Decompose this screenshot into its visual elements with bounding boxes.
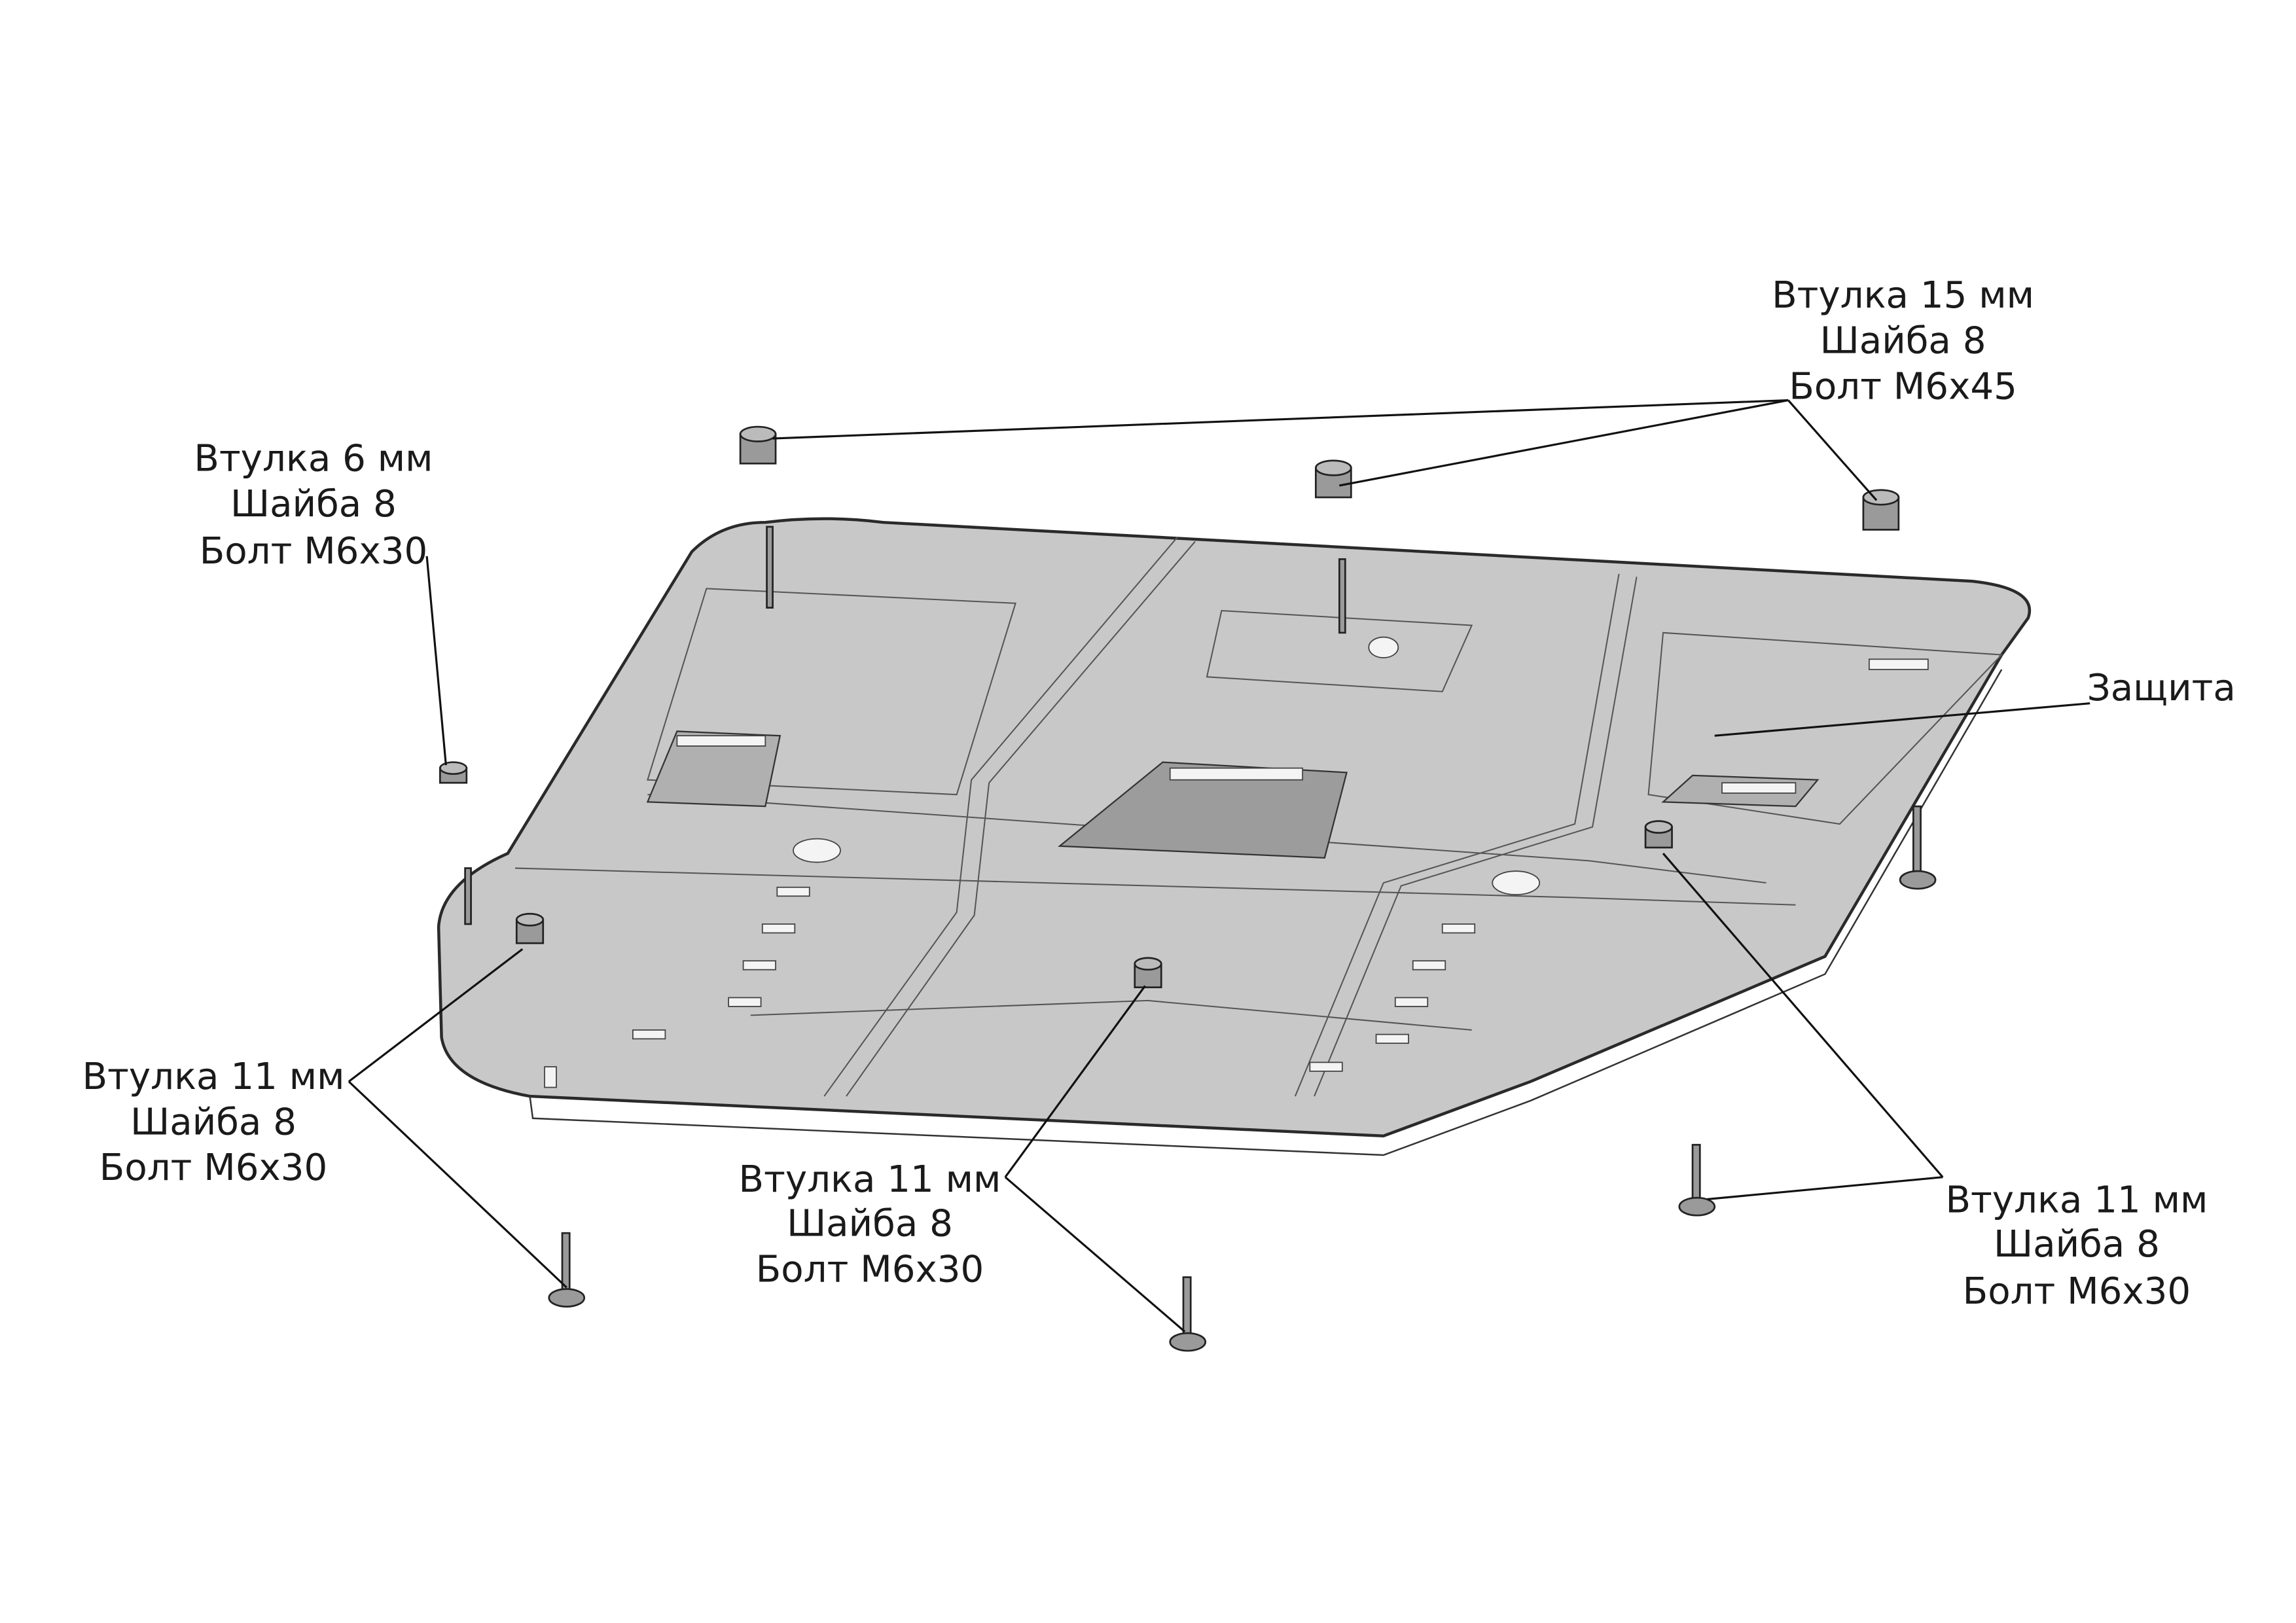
bolt-icon [1678, 1143, 1716, 1217]
washer-label: Шайба 8 [1820, 320, 1986, 363]
bolt-icon [464, 867, 472, 925]
bolt-icon [1169, 1276, 1207, 1352]
washer-label: Шайба 8 [230, 483, 397, 526]
leader-lines [348, 399, 2090, 1333]
bushing-label: Втулка 11 мм [82, 1056, 345, 1098]
washer-label: Шайба 8 [787, 1203, 953, 1245]
bushing-label: Втулка 15 мм [1772, 274, 2034, 317]
callout-bottom-center: Втулка 11 мм Шайба 8 Болт М6х30 [739, 1158, 1001, 1291]
bushing-label: Втулка 11 мм [739, 1158, 1001, 1201]
bushing-6mm-icon [439, 761, 468, 784]
callout-top-right: Втулка 15 мм Шайба 8 Болт М6х45 [1772, 274, 2034, 408]
bolt-label: Болт М6х30 [200, 530, 428, 573]
bushing-15mm-icon [1862, 489, 1900, 531]
bushing-11mm-icon [1134, 957, 1162, 989]
callout-top-left: Втулка 6 мм Шайба 8 Болт М6х30 [194, 437, 433, 573]
bushing-15mm-icon [1315, 459, 1352, 499]
callout-guard: Защита [2087, 667, 2236, 709]
bushing-11mm-icon [1644, 820, 1673, 849]
bushings [439, 425, 1900, 989]
bolt-icon [766, 526, 774, 609]
callout-bottom-left: Втулка 11 мм Шайба 8 Болт М6х30 [82, 1056, 345, 1189]
bushing-11mm-icon [515, 912, 545, 944]
bolt-label: Болт М6х30 [1963, 1270, 2191, 1313]
bolt-icon [1338, 558, 1346, 634]
bushing-15mm-icon [739, 425, 777, 465]
callout-bottom-right: Втулка 11 мм Шайба 8 Болт М6х30 [1945, 1179, 2208, 1313]
bolt-label: Болт М6х30 [756, 1248, 984, 1291]
bushing-label: Втулка 11 мм [1945, 1179, 2208, 1222]
bolt-label: Болт М6х45 [1789, 365, 2017, 408]
washer-label: Шайба 8 [1994, 1223, 2160, 1266]
bolt-label: Болт М6х30 [99, 1147, 328, 1189]
bolt-icon [548, 1232, 586, 1308]
bolt-icon [1899, 805, 1937, 890]
bolts [464, 526, 1937, 1352]
washer-label: Шайба 8 [130, 1101, 296, 1144]
guard-label: Защита [2087, 667, 2236, 709]
protection-plate [437, 517, 2031, 1156]
bushing-label: Втулка 6 мм [194, 437, 433, 480]
